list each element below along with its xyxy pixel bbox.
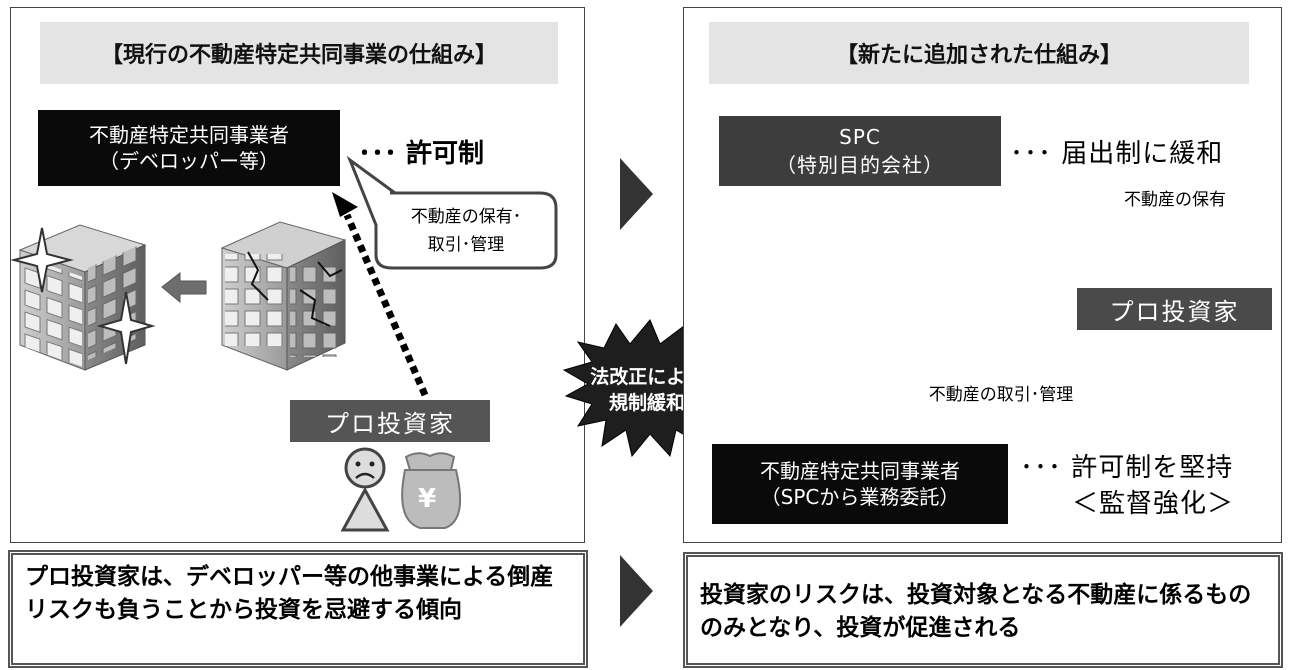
- burst-line2: 規制緩和: [608, 392, 685, 414]
- transition-arrow-left: [161, 271, 207, 304]
- operator-sublabel: （デベロッパー等）: [99, 149, 279, 173]
- supervision-strengthened-line: ＜監督強化＞: [1072, 489, 1235, 519]
- dotted-investment-arrow: [332, 192, 429, 397]
- callout-bubble-left: [346, 155, 558, 270]
- spc-label: SPC: [839, 125, 881, 149]
- callout-text-left: 不動産の保有･ 取引･管理: [380, 203, 552, 259]
- new-scheme-title: 【新たに追加された仕組み】: [709, 22, 1249, 84]
- pro-investor-label-left: プロ投資家: [290, 400, 490, 442]
- unhappy-investor-icon: [340, 447, 390, 532]
- pro-investor-label-right: プロ投資家: [1077, 288, 1272, 330]
- permit-maintained-label: ･･･ 許可制を堅持 ＜監督強化＞: [1020, 450, 1234, 522]
- operator-label-right: 不動産特定共同事業者: [760, 459, 960, 483]
- callout-text-hold: 不動産の保有: [1124, 190, 1226, 210]
- spc-box: SPC （特別目的会社）: [719, 116, 1001, 186]
- yen-symbol-left: ¥: [418, 484, 437, 514]
- permit-regime-label: ･･･ 許可制: [358, 139, 485, 169]
- notification-regime-label: ･･･ 届出制に緩和: [1010, 139, 1224, 169]
- burst-line1: 法改正による: [590, 366, 704, 388]
- yen-symbol-right: ¥: [1044, 250, 1061, 278]
- progression-arrow-top: [620, 158, 653, 230]
- new-building-icon: [10, 224, 156, 371]
- operator-sublabel-right: （SPCから業務委託）: [760, 485, 960, 509]
- operator-box-outsourced: 不動産特定共同事業者 （SPCから業務委託）: [712, 444, 1008, 524]
- callout-text-line2: 取引･管理: [427, 235, 505, 255]
- progression-arrow-bottom: [620, 555, 653, 627]
- money-bag-icon-left: [401, 452, 462, 529]
- operator-label: 不動産特定共同事業者: [89, 123, 289, 147]
- old-building-icon: [220, 221, 347, 371]
- spc-sublabel: （特別目的会社）: [776, 153, 944, 177]
- current-risk-summary: プロ投資家は、デベロッパー等の他事業による倒産リスクも負うことから投資を忌避する…: [8, 550, 588, 668]
- law-reform-text: 法改正による 規制緩和: [578, 364, 716, 416]
- operator-box-developer: 不動産特定共同事業者 （デベロッパー等）: [38, 110, 340, 186]
- current-scheme-title: 【現行の不動産特定共同事業の仕組み】: [40, 22, 558, 84]
- new-risk-summary: 投資家のリスクは、投資対象となる不動産に係るもののみとなり、投資が促進される: [683, 552, 1283, 668]
- callout-text-trade: 不動産の取引･管理: [928, 385, 1074, 405]
- permit-maintained-line1: ･･･ 許可制を堅持: [1020, 453, 1234, 483]
- callout-text-line1: 不動産の保有･: [410, 207, 522, 227]
